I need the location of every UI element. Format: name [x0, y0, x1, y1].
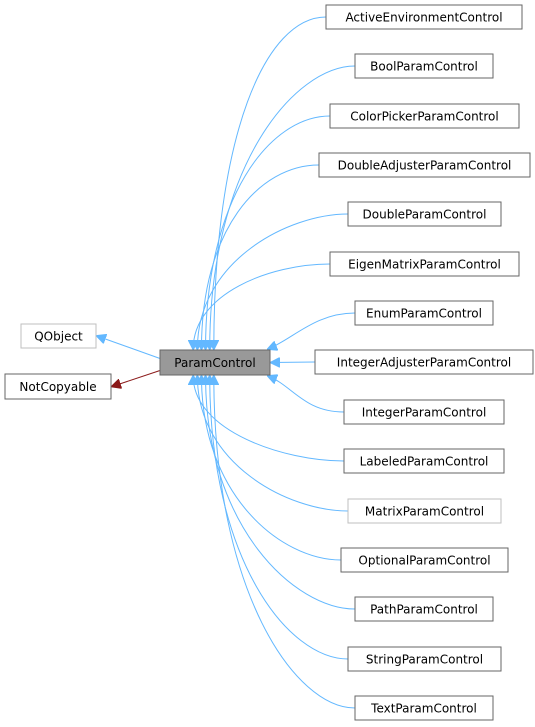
- edge-text-param-control: [214, 376, 356, 709]
- class-node-double-adjuster-param-control[interactable]: DoubleAdjusterParamControl: [318, 152, 531, 178]
- class-node-label: NotCopyable: [19, 380, 96, 394]
- edge-q-object: [97, 336, 161, 359]
- class-node-box: [354, 300, 494, 326]
- class-node-string-param-control[interactable]: StringParamControl: [347, 646, 502, 672]
- edge-integer-param-control: [268, 376, 345, 413]
- edge-matrix-param-control: [197, 376, 349, 512]
- class-node-label: StringParamControl: [366, 653, 483, 667]
- edge-string-param-control: [210, 376, 349, 660]
- class-node-label: EigenMatrixParamControl: [348, 258, 501, 272]
- class-node-label: IntegerAdjusterParamControl: [337, 356, 511, 370]
- class-node-box: [343, 448, 505, 474]
- class-node-box: [347, 646, 502, 672]
- class-node-label: QObject: [34, 330, 83, 344]
- class-node-box: [354, 53, 494, 79]
- class-node-active-environment-control[interactable]: ActiveEnvironmentControl: [325, 4, 523, 30]
- class-node-integer-adjuster-param-control[interactable]: IntegerAdjusterParamControl: [314, 349, 534, 375]
- class-node-label: PathParamControl: [370, 603, 478, 617]
- class-node-text-param-control[interactable]: TextParamControl: [354, 695, 494, 721]
- edge-optional-param-control: [201, 376, 342, 561]
- edge-enum-param-control: [268, 312, 356, 349]
- class-node-box: [325, 4, 523, 30]
- class-node-integer-param-control[interactable]: IntegerParamControl: [343, 399, 505, 425]
- class-node-double-param-control[interactable]: DoubleParamControl: [347, 201, 502, 227]
- class-node-box: [347, 201, 502, 227]
- edge-active-environment-control: [214, 16, 327, 349]
- class-node-box: [318, 152, 531, 178]
- class-node-box: [329, 103, 520, 129]
- inheritance-edges: [97, 16, 356, 709]
- class-nodes: ActiveEnvironmentControlBoolParamControl…: [4, 4, 534, 721]
- class-node-enum-param-control[interactable]: EnumParamControl: [354, 300, 494, 326]
- class-node-label: DoubleParamControl: [363, 208, 487, 222]
- class-node-box: [4, 373, 112, 400]
- class-node-box: [329, 251, 520, 277]
- class-node-bool-param-control[interactable]: BoolParamControl: [354, 53, 494, 79]
- class-node-eigen-matrix-param-control[interactable]: EigenMatrixParamControl: [329, 251, 520, 277]
- class-node-label: IntegerParamControl: [362, 406, 487, 420]
- class-node-optional-param-control[interactable]: OptionalParamControl: [340, 547, 509, 573]
- class-node-label: BoolParamControl: [370, 60, 478, 74]
- class-node-box: [159, 349, 271, 376]
- class-node-q-object[interactable]: QObject: [20, 323, 97, 349]
- class-node-box: [347, 498, 502, 524]
- class-node-box: [20, 323, 97, 349]
- class-node-box: [340, 547, 509, 573]
- class-node-label: OptionalParamControl: [358, 554, 490, 568]
- class-node-box: [354, 695, 494, 721]
- class-node-label: LabeledParamControl: [360, 455, 489, 469]
- class-node-label: MatrixParamControl: [365, 505, 484, 519]
- class-node-matrix-param-control[interactable]: MatrixParamControl: [347, 498, 502, 524]
- class-node-label: ColorPickerParamControl: [350, 110, 498, 124]
- edge-double-param-control: [197, 213, 349, 349]
- class-node-param-control[interactable]: ParamControl: [159, 349, 271, 376]
- class-node-labeled-param-control[interactable]: LabeledParamControl: [343, 448, 505, 474]
- class-node-color-picker-param-control[interactable]: ColorPickerParamControl: [329, 103, 520, 129]
- edge-color-picker-param-control: [206, 115, 331, 349]
- class-node-label: ActiveEnvironmentControl: [345, 11, 502, 25]
- edge-eigen-matrix-param-control: [193, 263, 331, 349]
- class-node-path-param-control[interactable]: PathParamControl: [354, 596, 494, 622]
- class-node-label: DoubleAdjusterParamControl: [338, 159, 512, 173]
- edge-path-param-control: [206, 376, 356, 610]
- edge-integer-adjuster-param-control: [271, 362, 316, 363]
- class-node-box: [343, 399, 505, 425]
- edge-not-copyable: [112, 370, 161, 387]
- edge-double-adjuster-param-control: [201, 164, 320, 349]
- class-node-label: ParamControl: [174, 356, 255, 370]
- class-node-box: [314, 349, 534, 375]
- class-node-not-copyable[interactable]: NotCopyable: [4, 373, 112, 400]
- edge-labeled-param-control: [193, 376, 345, 462]
- class-node-label: TextParamControl: [370, 702, 477, 716]
- edge-bool-param-control: [210, 65, 356, 349]
- class-node-box: [354, 596, 494, 622]
- class-node-label: EnumParamControl: [366, 307, 482, 321]
